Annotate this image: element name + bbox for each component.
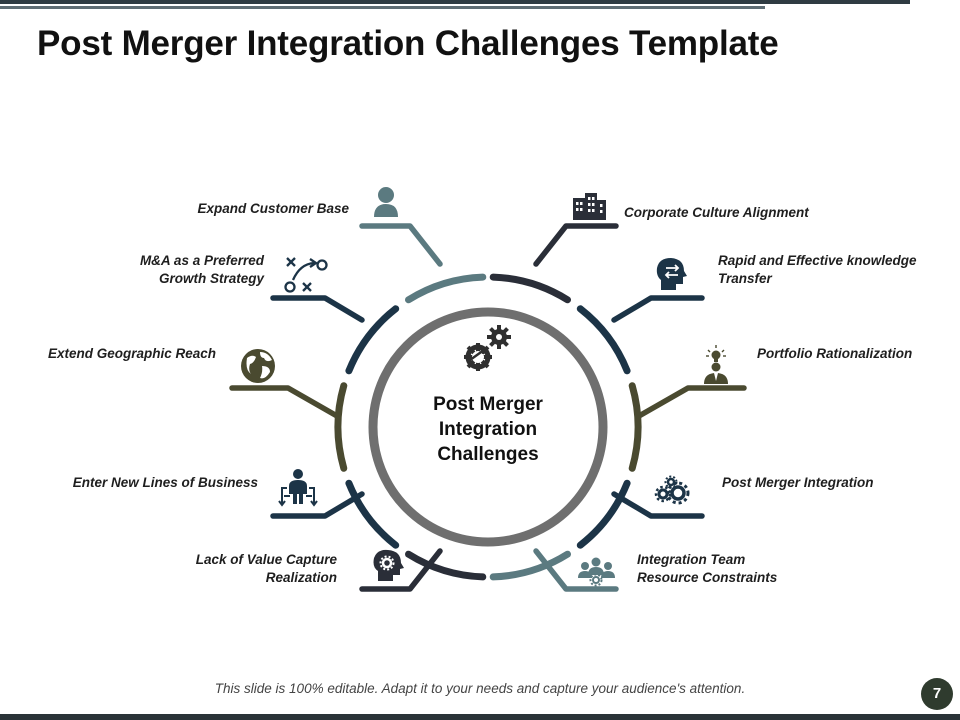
footer-note: This slide is 100% editable. Adapt it to… <box>214 681 746 696</box>
gears-icon <box>654 475 690 505</box>
connectors <box>229 223 747 592</box>
segment-team-resource <box>489 550 571 581</box>
label-post-merger-integration: Post Merger Integration <box>722 475 874 490</box>
head-gear-icon <box>373 549 404 581</box>
segment-geographic-reach <box>334 382 348 472</box>
label-ma-growth-strategy: M&A as a Preferred Growth Strategy <box>139 253 264 286</box>
label-expand-customer-base: Expand Customer Base <box>197 201 349 216</box>
segment-value-capture <box>405 550 487 581</box>
idea-businessman-icon <box>704 345 728 384</box>
connector-corporate-culture <box>533 223 619 267</box>
label-corporate-culture-alignment: Corporate Culture Alignment <box>624 205 809 220</box>
connector-knowledge-transfer <box>611 295 705 323</box>
businessman-arrows-icon <box>278 469 318 507</box>
connector-team-resource <box>533 548 619 592</box>
slide-title: Post Merger Integration Challenges Templ… <box>37 24 779 63</box>
label-enter-new-lines: Enter New Lines of Business <box>72 475 258 490</box>
label-portfolio-rationalization: Portfolio Rationalization <box>757 346 913 361</box>
bottom-accent-bar <box>0 714 960 720</box>
connector-portfolio <box>636 385 747 419</box>
person-icon <box>374 187 398 217</box>
strategy-play-icon <box>284 257 328 293</box>
outer-segments <box>334 273 642 581</box>
center-gears-icon <box>464 325 511 371</box>
center-ring <box>368 307 608 547</box>
team-gear-icon <box>578 557 615 587</box>
label-team-resource: Integration Team Resource Constraints <box>637 552 778 585</box>
segment-expand-customer-base <box>405 273 487 304</box>
label-extend-geographic-reach: Extend Geographic Reach <box>47 346 216 361</box>
connector-pmi <box>611 491 705 519</box>
segment-knowledge-transfer <box>576 305 631 375</box>
connector-expand-customer-base <box>359 223 443 267</box>
segment-pmi <box>576 479 631 549</box>
globe-icon <box>241 349 275 383</box>
building-icon <box>573 193 606 220</box>
head-exchange-icon <box>656 258 687 290</box>
segment-ma-growth <box>345 305 400 375</box>
connector-value-capture <box>359 548 443 592</box>
top-accent-bar-secondary <box>0 6 765 9</box>
connector-geographic-reach <box>229 385 340 419</box>
segment-new-lines <box>345 479 400 549</box>
page-number: 7 <box>921 678 953 710</box>
segment-corporate-culture <box>489 273 571 304</box>
segment-portfolio <box>628 382 642 472</box>
label-knowledge-transfer: Rapid and Effective knowledge Transfer <box>718 253 917 286</box>
center-label: Post Merger Integration Challenges <box>433 394 543 465</box>
top-accent-bar <box>0 0 910 4</box>
connector-new-lines <box>270 491 365 519</box>
connector-ma-growth <box>270 295 365 323</box>
label-value-capture: Lack of Value Capture Realization <box>195 552 337 585</box>
